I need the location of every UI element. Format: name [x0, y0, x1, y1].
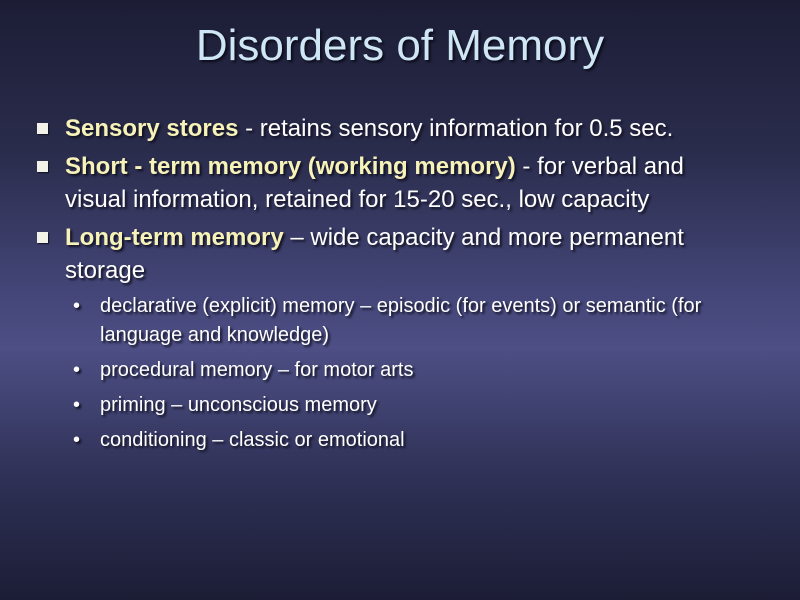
bullet-item: Short - term memory (working memory) - f… [37, 150, 745, 216]
sub-bullet-item: • procedural memory – for motor arts [73, 356, 770, 385]
sub-bullet-item: • declarative (explicit) memory – episod… [73, 292, 770, 350]
sub-bullet-item: • conditioning – classic or emotional [73, 426, 770, 455]
bullet-item: Long-term memory – wide capacity and mor… [37, 221, 745, 287]
square-bullet-icon [37, 232, 48, 243]
sub-bullet-text: priming – unconscious memory [100, 394, 377, 416]
bullet-text: – wide capacity and more permanent stora… [65, 224, 684, 284]
sub-bullet-list: • declarative (explicit) memory – episod… [0, 292, 800, 455]
sub-bullet-text: procedural memory – for motor arts [100, 359, 414, 381]
bullet-keyword: Long-term memory [65, 224, 284, 251]
round-bullet-icon: • [73, 359, 81, 381]
sub-bullet-text: declarative (explicit) memory – episodic… [100, 295, 702, 346]
round-bullet-icon: • [73, 394, 81, 416]
square-bullet-icon [37, 123, 48, 134]
bullet-keyword: Short - term memory (working memory) [65, 153, 516, 180]
bullet-text: - for verbal and visual information, ret… [65, 153, 684, 213]
square-bullet-icon [37, 161, 48, 172]
round-bullet-icon: • [73, 429, 81, 451]
bullet-item: Sensory stores - retains sensory informa… [37, 112, 745, 145]
bullet-list: Sensory stores - retains sensory informa… [0, 112, 800, 461]
sub-bullet-text: conditioning – classic or emotional [100, 429, 405, 451]
round-bullet-icon: • [73, 295, 81, 317]
bullet-text: - retains sensory information for 0.5 se… [238, 115, 674, 142]
sub-bullet-item: • priming – unconscious memory [73, 391, 770, 420]
slide-title: Disorders of Memory [195, 21, 605, 70]
bullet-keyword: Sensory stores [65, 115, 239, 142]
